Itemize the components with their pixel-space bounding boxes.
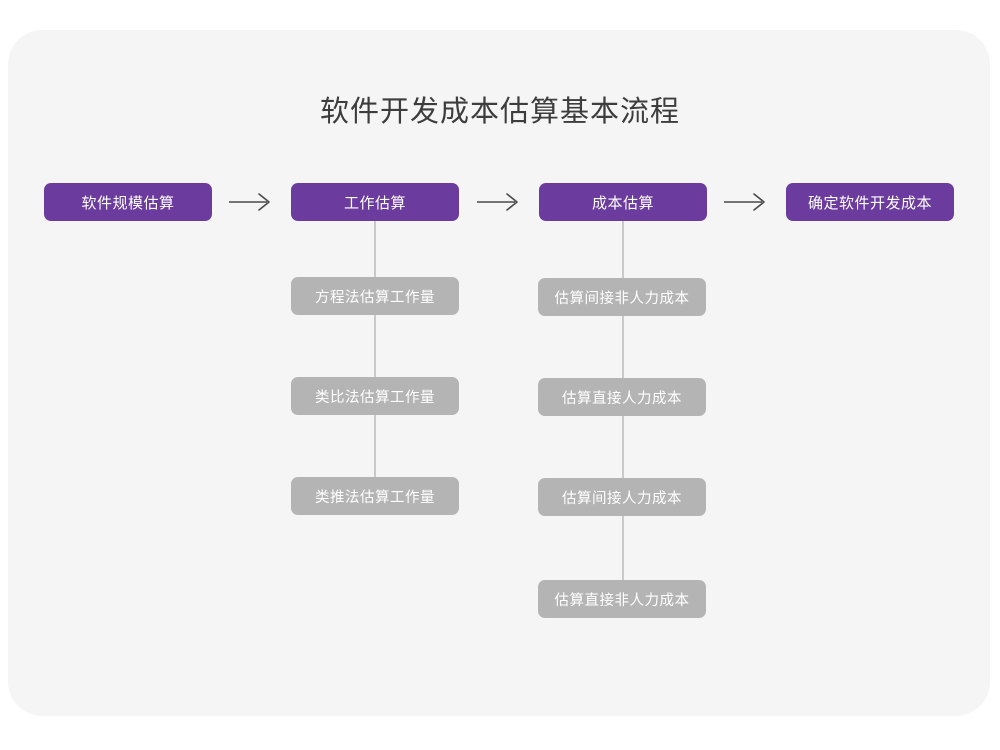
node-label: 方程法估算工作量	[315, 289, 435, 306]
step-label: 成本估算	[591, 194, 654, 212]
node-label: 估算间接非人力成本	[554, 290, 690, 307]
step-cost-estimation[interactable]: 成本估算	[539, 183, 707, 221]
connector-line-work-column	[374, 212, 376, 502]
step-determine-development-cost[interactable]: 确定软件开发成本	[786, 183, 954, 221]
cost-item-direct-labor[interactable]: 估算直接人力成本	[538, 378, 706, 416]
cost-item-direct-nonlabor[interactable]: 估算直接非人力成本	[538, 580, 706, 618]
step-label: 软件规模估算	[81, 194, 175, 212]
work-method-equation[interactable]: 方程法估算工作量	[291, 277, 459, 315]
node-label: 估算直接非人力成本	[554, 592, 690, 609]
step-label: 工作估算	[343, 194, 406, 212]
cost-item-indirect-labor[interactable]: 估算间接人力成本	[538, 478, 706, 516]
cost-item-indirect-nonlabor[interactable]: 估算间接非人力成本	[538, 278, 706, 316]
node-label: 估算直接人力成本	[562, 390, 682, 407]
step-label: 确定软件开发成本	[807, 194, 932, 212]
step-work-estimation[interactable]: 工作估算	[291, 183, 459, 221]
node-label: 估算间接人力成本	[562, 490, 682, 507]
node-label: 类推法估算工作量	[315, 489, 435, 506]
step-software-scale-estimation[interactable]: 软件规模估算	[44, 183, 212, 221]
node-label: 类比法估算工作量	[315, 389, 435, 406]
work-method-analogy[interactable]: 类比法估算工作量	[291, 377, 459, 415]
work-method-inference[interactable]: 类推法估算工作量	[291, 477, 459, 515]
diagram-card	[8, 30, 990, 716]
page-title: 软件开发成本估算基本流程	[319, 96, 680, 128]
